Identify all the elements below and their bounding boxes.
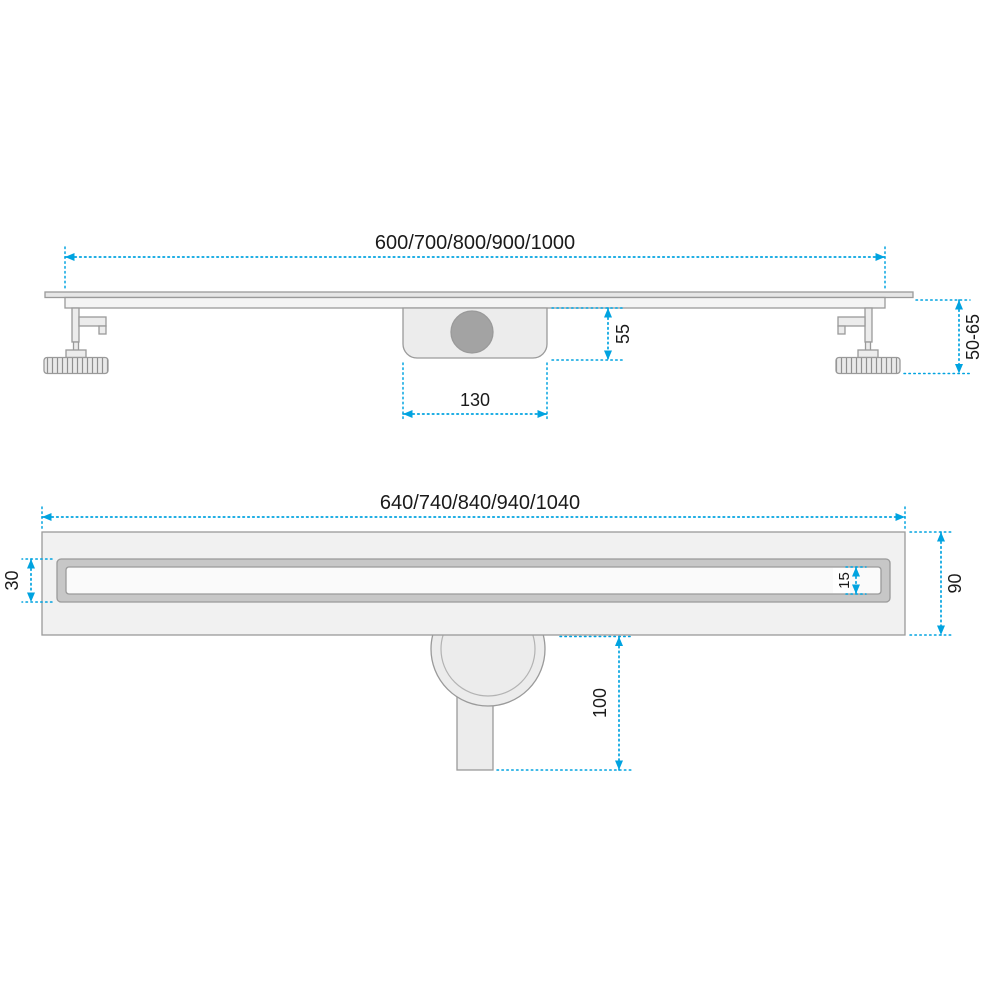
dim-channel-width: 30 (2, 558, 53, 603)
adjustable-foot-right (835, 307, 901, 375)
bottom-view: 640/740/840/940/1040 30 15 90 (2, 492, 965, 771)
dim-flange-width: 90 (909, 531, 965, 636)
slot-width-label: 15 (836, 572, 853, 589)
bottom-length-label: 640/740/840/940/1040 (380, 492, 580, 514)
channel-body (64, 296, 886, 309)
dim-trap-width: 130 (402, 362, 548, 422)
top-view: 600/700/800/900/1000 55 130 50-65 (43, 232, 983, 422)
channel-slot (65, 566, 882, 595)
dim-trap-height: 55 (551, 307, 633, 361)
channel-width-label: 30 (2, 570, 22, 590)
top-length-label: 600/700/800/900/1000 (375, 232, 575, 254)
outlet-drop-label: 100 (590, 688, 610, 718)
dim-outlet-drop: 100 (496, 635, 633, 771)
dim-foot-height: 50-65 (903, 299, 983, 375)
dim-bottom-length: 640/740/840/940/1040 (41, 492, 906, 531)
dim-slot-width: 15 (833, 566, 867, 595)
trap-width-label: 130 (460, 390, 490, 410)
foot-pad (43, 356, 109, 375)
adjustable-foot-left (43, 307, 109, 375)
trap-height-label: 55 (613, 324, 633, 344)
channel-flange (44, 291, 914, 299)
dim-top-length: 600/700/800/900/1000 (64, 232, 886, 290)
foot-height-label: 50-65 (963, 314, 983, 360)
siphon-outlet (450, 310, 494, 354)
foot-bracket-lip (98, 325, 107, 335)
flange-width-label: 90 (945, 573, 965, 593)
label-backplate (833, 568, 850, 593)
foot-bracket-strap (71, 307, 80, 343)
foot-hub (65, 349, 87, 359)
foot-bracket-arm (78, 316, 107, 327)
